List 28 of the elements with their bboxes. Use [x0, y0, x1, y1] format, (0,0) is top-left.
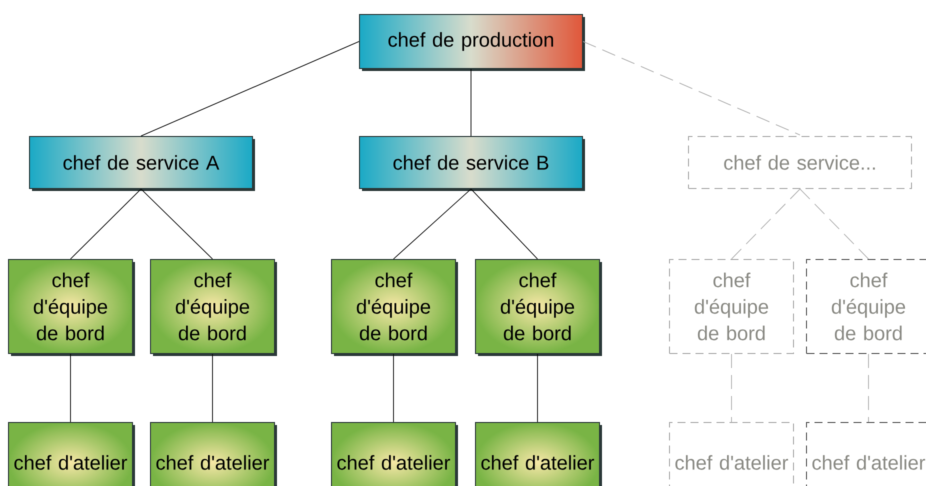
placeholder-box: chef d'atelier — [806, 422, 926, 486]
connector-line — [470, 68, 472, 136]
team-box: chef d'équipe de bord — [331, 259, 458, 356]
team-box: chef d'équipe de bord — [8, 259, 135, 356]
placeholder-box: chef d'atelier — [669, 422, 794, 486]
connector-line — [212, 354, 213, 422]
department-box: chef de service B — [359, 136, 585, 191]
team-box: chef d'atelier — [331, 422, 458, 486]
team-box: chef d'équipe de bord — [475, 259, 602, 356]
connector-line — [731, 188, 869, 260]
department-box: chef de service A — [29, 136, 255, 191]
connector-line — [140, 41, 360, 136]
connector-line — [537, 354, 538, 422]
placeholder-box: chef de service... — [688, 136, 912, 189]
team-box: chef d'atelier — [150, 422, 277, 486]
connector-line — [393, 354, 394, 422]
connector-line — [393, 188, 538, 260]
placeholder-box: chef d'équipe de bord — [806, 259, 926, 354]
connector-line — [582, 41, 800, 136]
connector-line — [70, 354, 71, 422]
placeholder-box: chef d'équipe de bord — [669, 259, 794, 354]
team-box: chef d'atelier — [475, 422, 602, 486]
title-box: chef de production — [359, 14, 585, 71]
team-box: chef d'atelier — [8, 422, 135, 486]
connector-line — [868, 354, 869, 422]
team-box: chef d'équipe de bord — [150, 259, 277, 356]
connector-line — [70, 188, 213, 260]
connector-line — [731, 354, 732, 422]
